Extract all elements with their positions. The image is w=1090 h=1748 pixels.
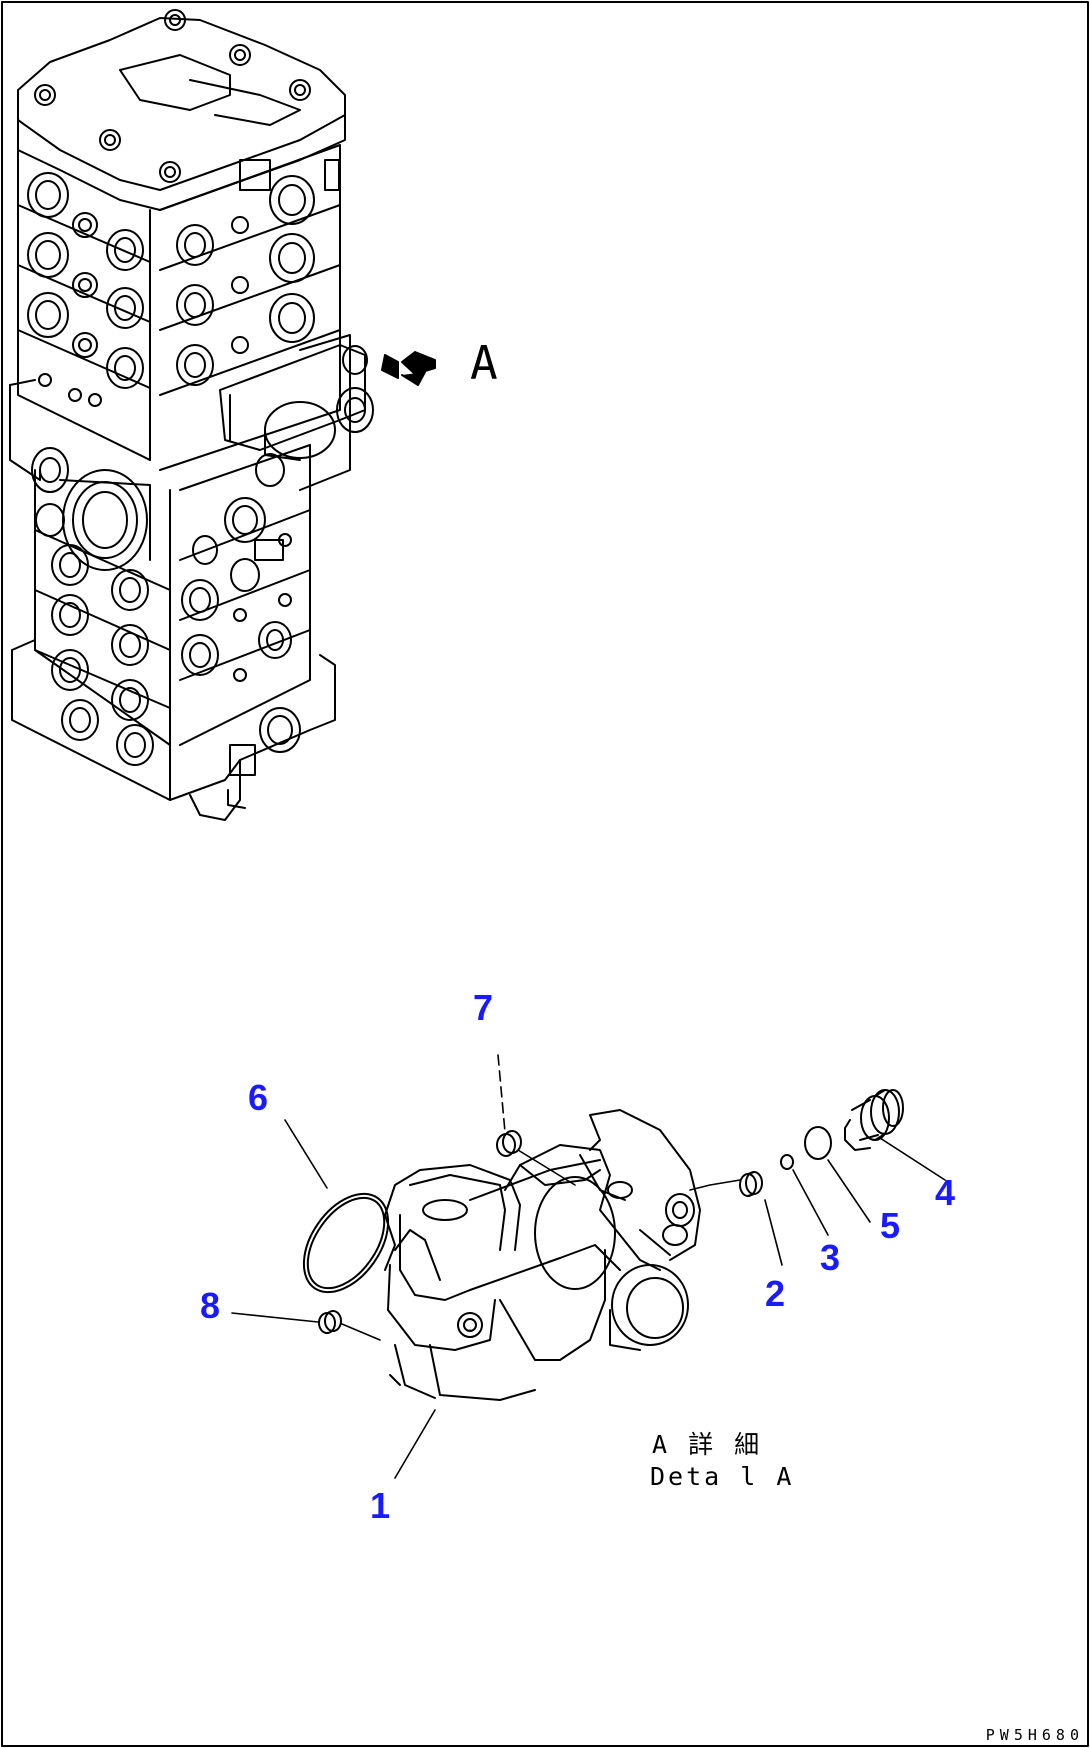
part-7-plug [496,1130,522,1157]
valve-body-1 [384,1109,701,1401]
leader-6 [284,1119,328,1189]
callout-part-4: 4 [935,1172,956,1213]
view-marker-a: A [470,336,498,390]
part-8-plug [318,1310,342,1334]
leader-4 [879,1137,946,1181]
leader-1 [394,1409,436,1479]
leader-7-b [517,1149,576,1186]
part-6-o-ring [302,1192,390,1294]
detail-label-jp: A 詳 細 [652,1430,763,1459]
leader-2 [764,1199,783,1266]
part-2-plug [739,1171,763,1197]
leader-8-b [341,1323,381,1341]
part-5-o-ring [804,1126,832,1160]
part-3-o-ring [780,1154,794,1170]
callout-part-5: 5 [880,1205,901,1246]
leader-8 [231,1312,319,1323]
view-arrow [381,351,436,386]
control-valve-assembly [9,9,374,821]
callout-part-8: 8 [200,1285,221,1326]
leader-7 [497,1054,506,1133]
leader-3 [792,1169,829,1236]
callout-part-2: 2 [765,1273,786,1314]
leader-5 [827,1159,871,1223]
drawing-id: PW5H680 [985,1726,1084,1744]
callout-part-7: 7 [473,987,494,1028]
callout-part-3: 3 [820,1237,841,1278]
leader-2-a [689,1179,741,1191]
callout-part-6: 6 [248,1077,269,1118]
leader-lines [231,1054,946,1479]
detail-label-en: Deta l A [650,1462,795,1491]
part-4-plug [844,1089,904,1151]
callout-part-1: 1 [370,1485,391,1526]
